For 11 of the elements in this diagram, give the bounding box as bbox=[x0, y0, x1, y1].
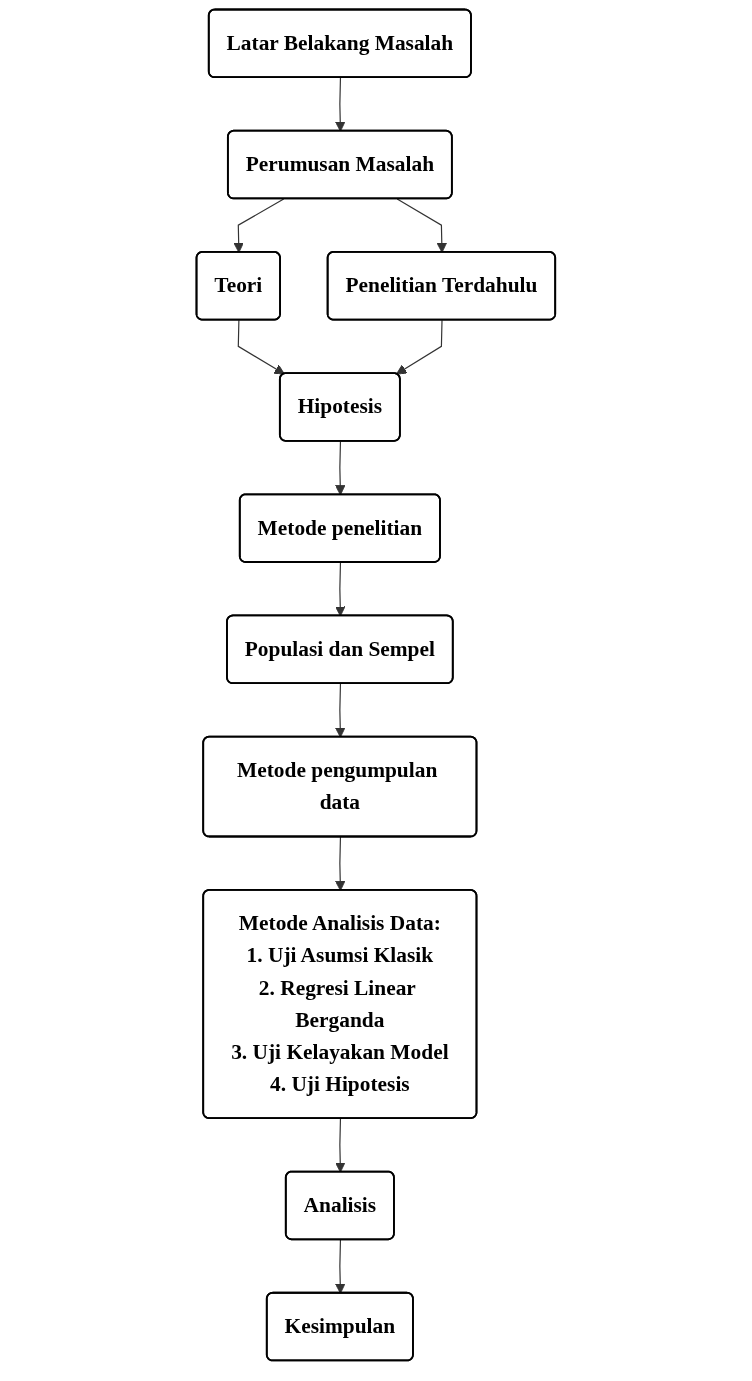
arrow bbox=[233, 198, 285, 253]
arrow bbox=[396, 198, 448, 253]
arrow bbox=[335, 1239, 346, 1294]
arrow bbox=[237, 319, 285, 375]
arrow bbox=[335, 77, 346, 132]
arrow bbox=[335, 440, 346, 496]
arrow bbox=[335, 836, 346, 891]
arrow bbox=[396, 319, 443, 375]
arrow bbox=[335, 683, 346, 738]
arrow bbox=[335, 562, 346, 617]
arrow bbox=[335, 1118, 346, 1173]
